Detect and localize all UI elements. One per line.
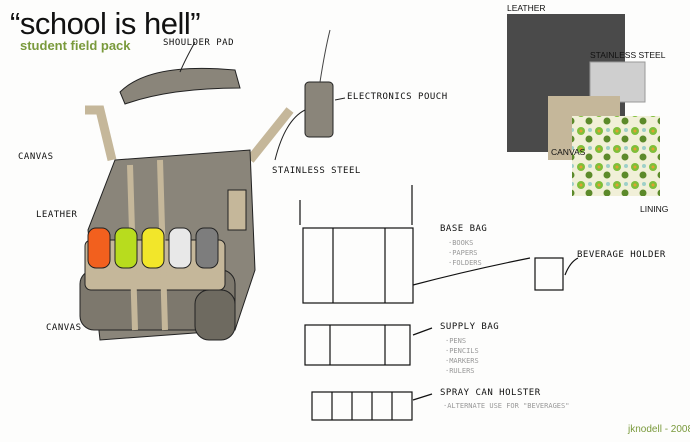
label-shoulder-pad: SHOULDER PAD — [163, 38, 235, 48]
spray-can — [87, 227, 111, 269]
spray-can — [195, 227, 219, 269]
list-item: ·PENS — [445, 337, 467, 345]
spray-can — [114, 227, 138, 269]
label-canvas-bottom: CANVAS — [46, 323, 82, 333]
base-bag-sketch — [299, 185, 579, 421]
list-item: ·MARKERS — [445, 357, 479, 365]
swatch-label-leather: LEATHER — [507, 3, 546, 13]
swatch-stainless-steel — [589, 61, 646, 103]
label-spray-can-holster: SPRAY CAN HOLSTER — [440, 388, 541, 398]
label-supply-bag: SUPPLY BAG — [440, 322, 500, 332]
list-item: ·RULERS — [445, 367, 475, 375]
spray-can — [168, 227, 192, 269]
shoulder-pad-sketch — [119, 41, 241, 105]
list-item: ·BOOKS — [448, 239, 474, 247]
base-bag-items: ·BOOKS ·PAPERS ·FOLDERS — [448, 238, 482, 268]
swatch-label-stainless: STAINLESS STEEL — [590, 50, 666, 60]
spray-can — [141, 227, 165, 269]
electronics-pouch-sketch — [274, 29, 346, 161]
label-electronics-pouch: ELECTRONICS POUCH — [347, 92, 448, 102]
credit: jknodell - 2008 — [628, 424, 690, 435]
list-item: ·PAPERS — [448, 249, 478, 257]
swatch-label-lining: LINING — [640, 204, 669, 214]
label-canvas-strap: CANVAS — [18, 152, 54, 162]
list-item: ·FOLDERS — [448, 259, 482, 267]
page-subtitle: student field pack — [20, 38, 131, 53]
spray-note: ·ALTERNATE USE FOR "BEVERAGES" — [443, 402, 570, 410]
label-stainless-steel: STAINLESS STEEL — [272, 166, 361, 176]
swatch-label-canvas: CANVAS — [551, 147, 586, 157]
label-beverage-holder: BEVERAGE HOLDER — [577, 250, 666, 260]
swatch-lining — [572, 116, 660, 196]
list-item: ·PENCILS — [445, 347, 479, 355]
supply-bag-items: ·PENS ·PENCILS ·MARKERS ·RULERS — [445, 336, 479, 376]
label-leather: LEATHER — [36, 210, 78, 220]
spray-cans — [87, 227, 219, 269]
page-title: “school is hell” — [10, 6, 201, 41]
label-base-bag: BASE BAG — [440, 224, 488, 234]
bag-sketch — [79, 105, 294, 341]
